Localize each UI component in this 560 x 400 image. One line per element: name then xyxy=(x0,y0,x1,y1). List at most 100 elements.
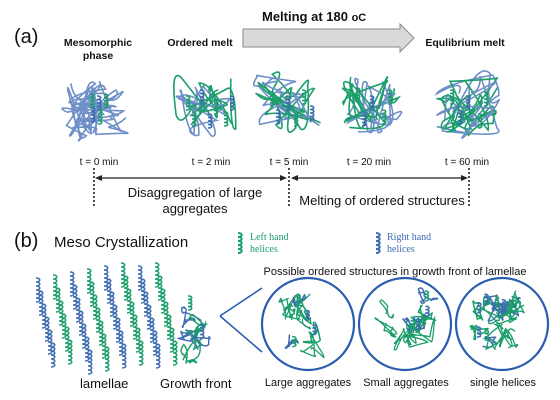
lamella-helix xyxy=(146,304,152,330)
polymer-chain xyxy=(482,295,496,310)
lamella-helix xyxy=(81,323,87,349)
polymer-chain xyxy=(197,82,233,124)
cluster-helix xyxy=(309,105,315,121)
circle-helix xyxy=(494,295,500,308)
polymer-chain xyxy=(190,89,228,126)
polymer-chain xyxy=(179,86,216,137)
lamella-helix xyxy=(104,346,110,372)
polymer-chain xyxy=(65,83,91,139)
cluster-helix xyxy=(185,95,191,111)
lamella-helix xyxy=(157,275,163,301)
polymer-chain xyxy=(278,297,293,321)
polymer-chain xyxy=(461,85,489,139)
polymer-chain xyxy=(190,333,211,350)
polymer-chain xyxy=(282,293,311,321)
polymer-chain xyxy=(296,304,312,330)
lamella-helix xyxy=(78,310,84,336)
polymer-chain xyxy=(277,91,320,126)
cluster-helix xyxy=(229,95,235,111)
cluster-helix xyxy=(103,93,109,109)
lamella-helix xyxy=(152,330,158,356)
lamella-helix xyxy=(154,262,160,288)
lamella-helix xyxy=(143,291,149,317)
polymer-chain xyxy=(401,317,417,334)
panel-b-title: Meso Crystallization xyxy=(54,234,189,251)
polymer-chain xyxy=(393,328,417,351)
cluster-helix xyxy=(477,113,483,129)
stage-title-4: Equlibrium melt xyxy=(425,37,505,49)
cluster-helix xyxy=(96,95,102,111)
polymer-chain xyxy=(498,327,519,349)
polymer-chain xyxy=(497,290,525,319)
lamella-helix xyxy=(67,339,73,365)
circle-label-2: single helices xyxy=(469,377,537,389)
lamella-helix xyxy=(132,314,138,340)
polymer-chain xyxy=(173,74,237,130)
polymer-chain xyxy=(180,339,201,364)
zoom-line-top xyxy=(219,287,263,317)
polymer-chain xyxy=(184,326,203,351)
time-label-4: t = 60 min xyxy=(444,157,490,168)
lamella-helix xyxy=(52,274,58,300)
cluster-helix xyxy=(465,95,471,111)
cluster-helix xyxy=(457,109,463,125)
lamella-helix xyxy=(35,277,41,303)
panel-a-label: (a) xyxy=(14,26,39,48)
lamella-helix xyxy=(95,307,101,333)
lamella-helix xyxy=(58,300,64,326)
polymer-chain xyxy=(417,287,439,305)
polymer-chain xyxy=(61,81,118,129)
growth-title: Possible ordered structures in growth fr… xyxy=(263,266,527,278)
cluster-helix xyxy=(223,111,229,127)
lamella-helix xyxy=(109,291,115,317)
lamella-helix xyxy=(137,265,143,291)
cluster-helix xyxy=(449,89,455,105)
polymer-chain xyxy=(175,95,220,137)
lamella-helix xyxy=(103,265,109,291)
lamellae-label: lamellae xyxy=(80,376,129,391)
polymer-chain xyxy=(342,76,389,124)
lamella-helix xyxy=(172,340,178,366)
circle-label-0: Large aggregates xyxy=(264,377,352,389)
lamella-helix xyxy=(118,330,124,356)
lamella-helix xyxy=(98,320,104,346)
circle-helix xyxy=(425,305,430,317)
lamella-helix xyxy=(69,271,75,297)
polymer-chain xyxy=(302,321,321,344)
cluster-helix xyxy=(285,95,291,111)
time-label-1: t = 2 min xyxy=(191,157,231,168)
polymer-chain xyxy=(379,299,395,319)
zoom-line-bottom xyxy=(219,315,263,353)
polymer-chain xyxy=(178,84,231,117)
lamella-helix xyxy=(155,343,161,369)
growth-front-label: Growth front xyxy=(160,376,232,391)
polymer-chain xyxy=(510,295,521,317)
lamella-helix xyxy=(41,303,47,329)
lamella-helix xyxy=(160,288,166,314)
lamella-helix xyxy=(87,349,93,375)
lamella-helix xyxy=(129,301,135,327)
circle-label-1: Small aggregates xyxy=(363,377,449,389)
polymer-chain xyxy=(440,76,499,132)
polymer-chain xyxy=(496,316,518,340)
cluster-helix xyxy=(301,89,307,105)
cluster-helix xyxy=(361,111,367,127)
polymer-chain xyxy=(258,77,315,126)
polymer-chain xyxy=(478,307,504,330)
cluster-helix xyxy=(199,89,205,105)
time-label-0: t = 0 min xyxy=(79,157,119,168)
polymer-chain xyxy=(409,315,436,343)
lamella-helix xyxy=(38,290,44,316)
cluster-helix xyxy=(387,89,393,105)
melting-arrow-label: Melting at 180 oC xyxy=(262,9,367,24)
cluster-helix xyxy=(213,99,219,115)
lamella-helix xyxy=(72,284,78,310)
polymer-chain xyxy=(434,70,501,127)
lamella-helix xyxy=(86,268,92,294)
circle-helix xyxy=(305,309,311,322)
cluster-helix xyxy=(97,109,103,125)
